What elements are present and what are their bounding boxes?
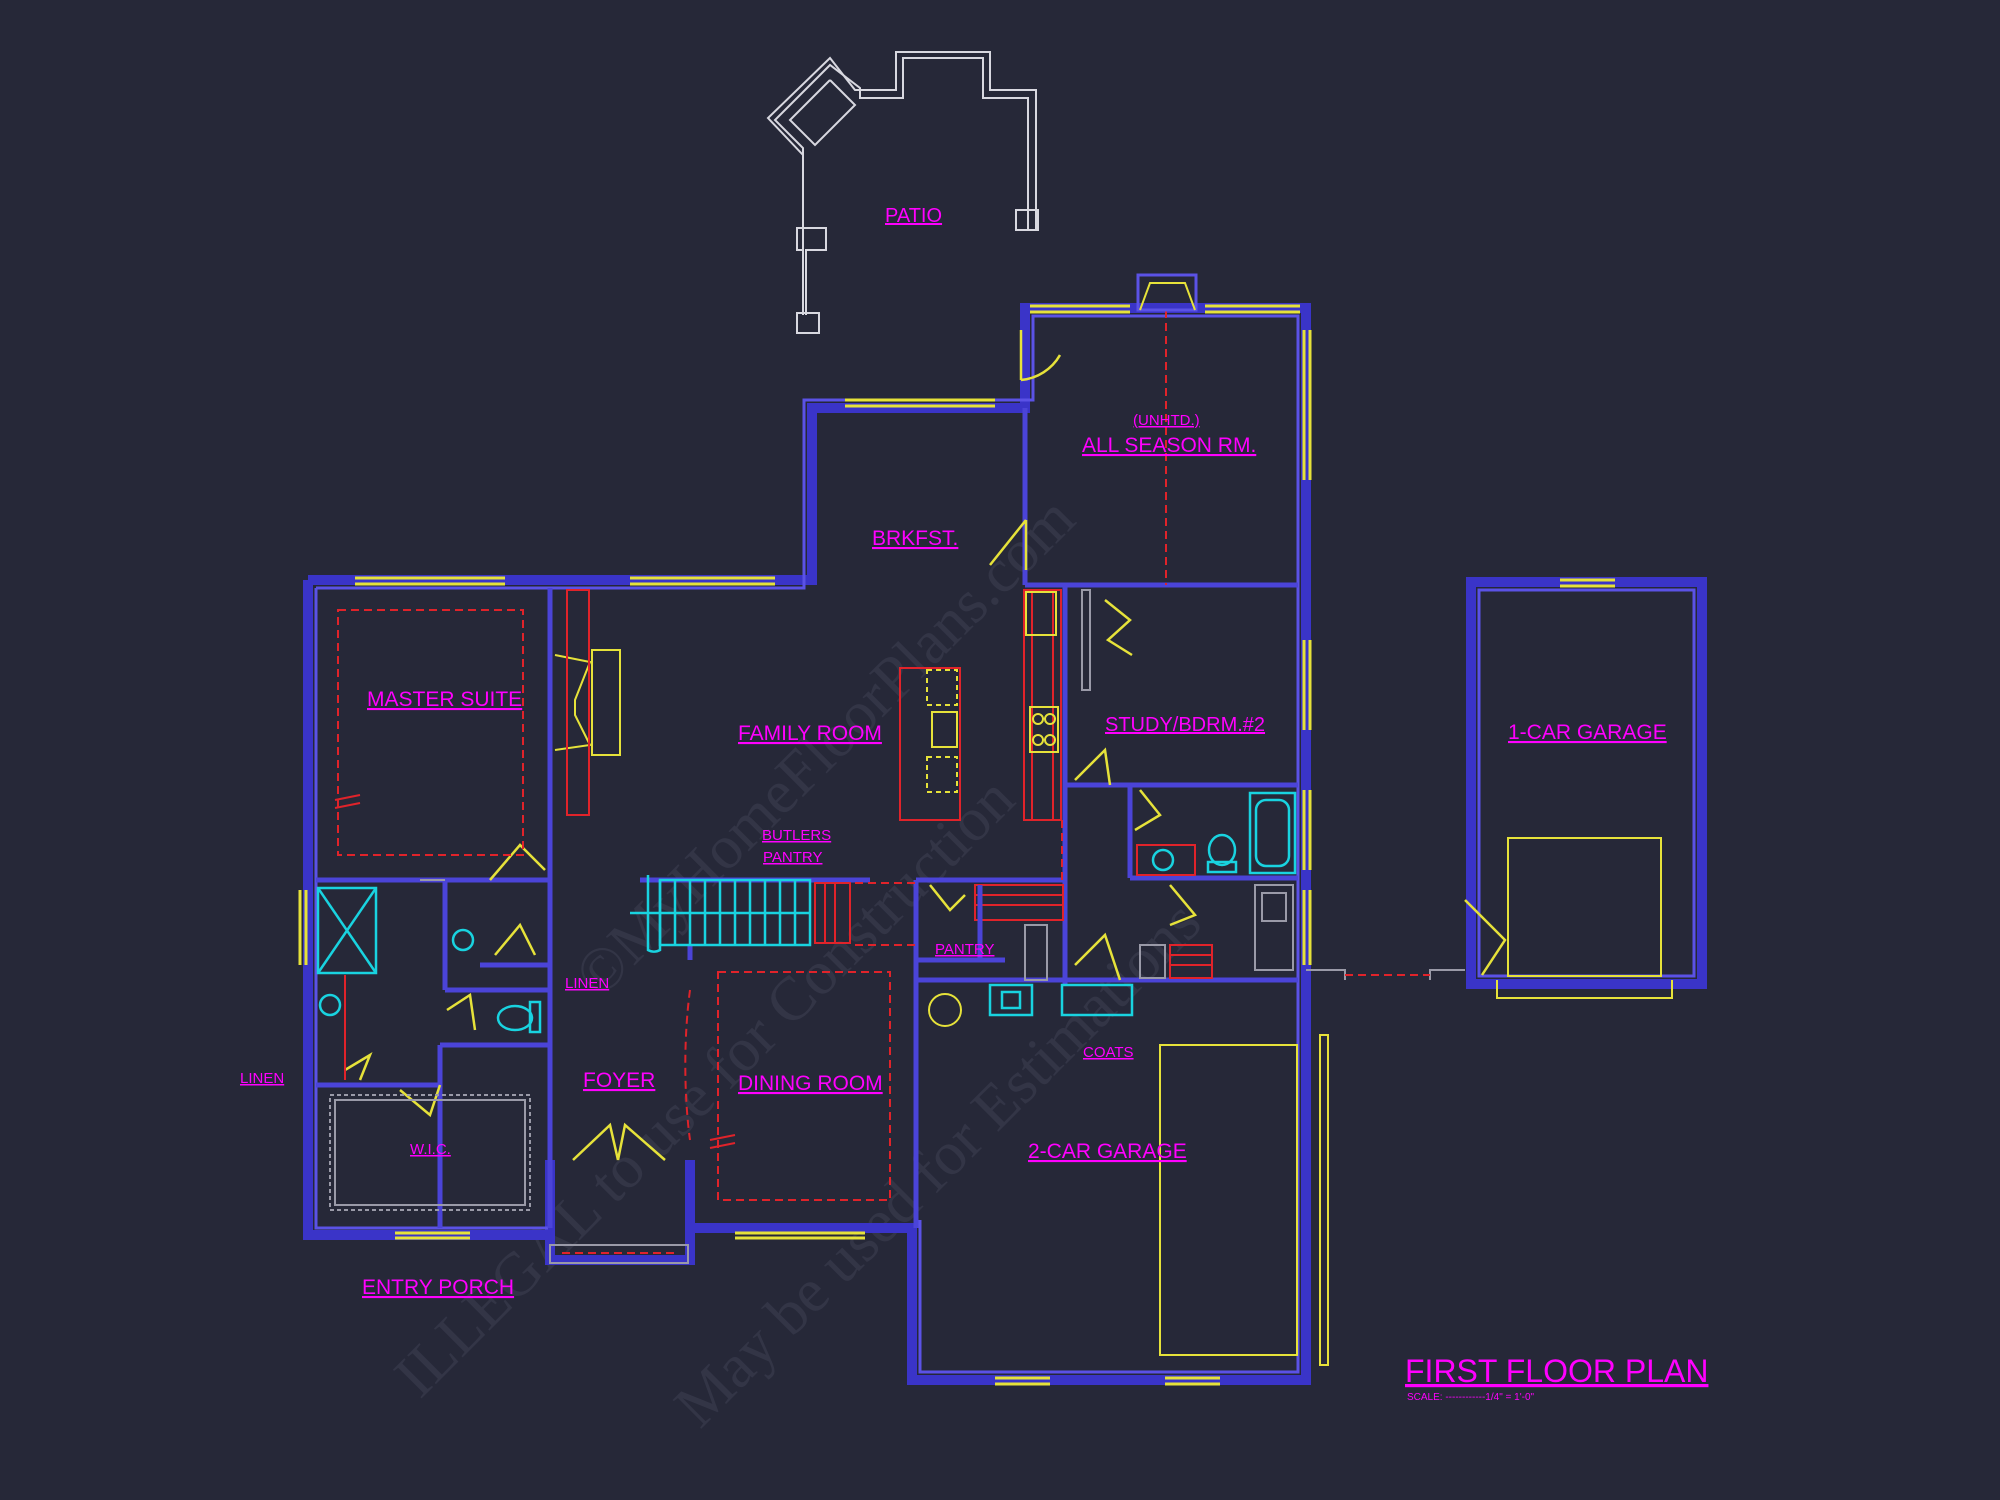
label-pantry: PANTRY — [935, 941, 994, 958]
label-dining-room: DINING ROOM — [738, 1072, 883, 1095]
garage-features — [549, 837, 1673, 1356]
doors — [344, 330, 1507, 1366]
study-bath-fixtures — [1081, 589, 1297, 979]
label-wic: W.I.C. — [410, 1141, 451, 1158]
label-two-car-garage: 2-CAR GARAGE — [1028, 1140, 1187, 1163]
label-all-season: ALL SEASON RM. — [1082, 434, 1256, 457]
room-labels: PATIO (UNHTD.) ALL SEASON RM. BRKFST. MA… — [240, 205, 1667, 1299]
label-all-season-note: (UNHTD.) — [1133, 412, 1200, 429]
label-breakfast: BRKFST. — [872, 527, 958, 550]
dining-area — [684, 971, 891, 1201]
label-butlers: BUTLERS — [762, 827, 831, 844]
exterior-walls — [303, 303, 1707, 1385]
patio-outline — [766, 51, 1039, 334]
label-one-car-garage: 1-CAR GARAGE — [1508, 721, 1667, 744]
watermark-line-3: May be used for Estimations — [662, 888, 1214, 1440]
label-entry-porch: ENTRY PORCH — [362, 1276, 514, 1299]
all-season-features — [1136, 273, 1198, 585]
title-block: FIRST FLOOR PLAN SCALE: ------------1/4"… — [1405, 1353, 1708, 1403]
pantry-shelves — [916, 885, 1048, 981]
label-coats: COATS — [1083, 1044, 1134, 1061]
kitchen-cabinets — [899, 589, 1064, 921]
label-foyer: FOYER — [583, 1069, 655, 1092]
label-butlers-pantry: PANTRY — [763, 849, 822, 866]
label-master-suite: MASTER SUITE — [367, 688, 522, 711]
fireplace — [554, 589, 621, 816]
stairs — [630, 875, 915, 953]
plan-title: FIRST FLOOR PLAN — [1405, 1353, 1708, 1389]
plan-scale: SCALE: ------------1/4" = 1'-0" — [1407, 1392, 1535, 1403]
label-family-room: FAMILY ROOM — [738, 722, 882, 745]
windows — [298, 304, 1615, 1386]
label-linen-hall: LINEN — [565, 975, 609, 992]
label-study: STUDY/BDRM.#2 — [1105, 714, 1265, 736]
master-suite-furnishing — [334, 609, 524, 856]
label-patio: PATIO — [885, 205, 942, 227]
wic-shelving — [329, 1094, 531, 1211]
label-linen-side: LINEN — [240, 1070, 284, 1087]
master-bath-fixtures — [316, 879, 542, 1080]
